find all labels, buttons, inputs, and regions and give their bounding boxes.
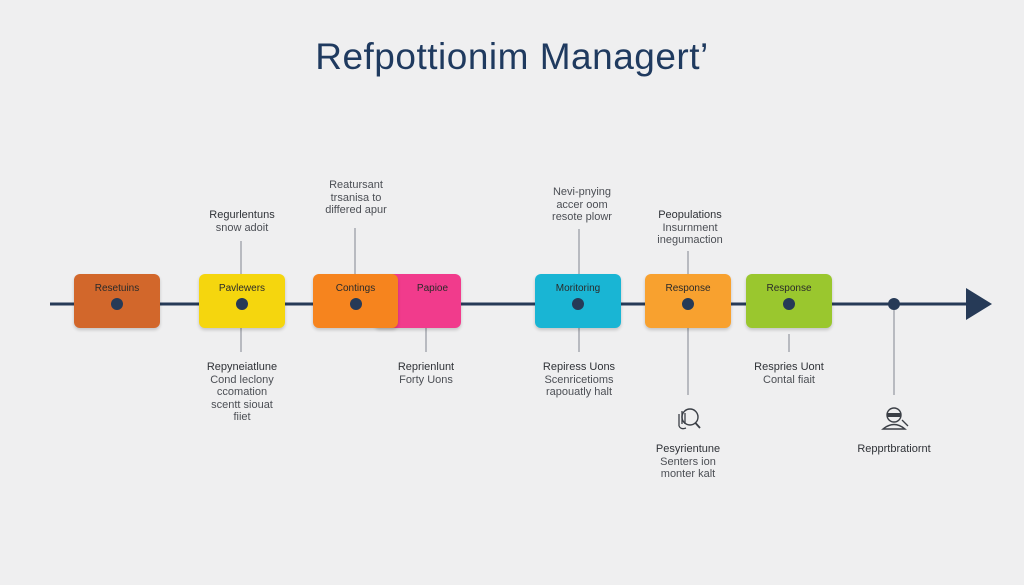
note-below-milestone: Repprtbratiornt [834, 443, 954, 456]
stage-dot [572, 298, 584, 310]
stage-label: Contings [335, 283, 376, 294]
timeline-milestone-dot [888, 298, 900, 310]
stage-label: Response [766, 283, 812, 294]
reporter-icon [881, 407, 909, 430]
stage-label: Pavlewers [218, 283, 266, 294]
note-line: Repprtbratiornt [857, 443, 931, 455]
stage-box-pavlewers: Pavlewers [199, 274, 285, 328]
stage-dot [682, 298, 694, 310]
stage-box-response-green: Response [746, 274, 832, 328]
note-above-contings: Reatursant trsanisa to differed apur [300, 179, 412, 217]
stage-dot [349, 298, 362, 310]
note-below-response-green: Respries Uont Contal fiait [733, 361, 845, 386]
note-line: Pesyrientune [655, 443, 721, 455]
note-line: Regurlentuns [209, 209, 275, 221]
note-line: Reatursant [329, 179, 383, 191]
note-line: differed apur [325, 204, 387, 216]
note-line: inegumaction [657, 234, 723, 246]
note-line: Nevi-pnying [552, 186, 612, 198]
note-above-pavlewers: Regurlentuns snow adoit [186, 209, 298, 234]
note-line: Peopulations [658, 209, 722, 221]
note-line: accer oom [556, 198, 608, 211]
note-line: trsanisa to [330, 191, 382, 204]
note-below-pavlewers: Repyneiatlune Cond leclony ccomation sce… [184, 361, 300, 424]
stage-box-resetuins: Resetuins [74, 274, 160, 328]
note-line: fiiet [233, 411, 251, 423]
page-title: Refpottionim Managert’ [315, 36, 709, 77]
note-line: Contal fiait [763, 373, 815, 386]
note-line: Repiress Uons [542, 361, 616, 373]
note-line: Reprienlunt [397, 361, 455, 373]
note-line: monter kalt [660, 468, 716, 480]
note-line: snow adoit [215, 221, 269, 234]
stage-label: Papioe [416, 283, 449, 294]
stage-label: Response [665, 283, 711, 294]
note-line: resote plowr [552, 211, 612, 223]
stage-dot [783, 298, 795, 310]
stage-box-response-orange: Response [645, 274, 731, 328]
stage-dot [111, 298, 123, 310]
note-line: Forty Uons [399, 373, 453, 386]
note-line: scentt siouat [211, 398, 273, 411]
stage-label: Resetuins [94, 283, 140, 294]
note-above-moritoring: Nevi-pnying accer oom resote plowr [526, 186, 638, 224]
stage-label: Moritoring [555, 283, 601, 294]
note-line: Insurnment [662, 221, 718, 234]
note-below-moritoring: Repiress Uons Scenricetioms rapouatly ha… [520, 361, 638, 399]
note-below-response-orange: Pesyrientune Senters ion monter kalt [632, 443, 744, 481]
note-line: Repyneiatlune [206, 361, 278, 373]
timeline-arrowhead [966, 288, 992, 320]
note-line: Senters ion [660, 455, 716, 468]
stage-dot [236, 298, 248, 310]
note-line: Scenricetioms [544, 373, 614, 386]
note-below-papioe: Reprienlunt Forty Uons [370, 361, 482, 386]
note-line: Respries Uont [754, 361, 824, 373]
note-line: Cond leclony [210, 373, 274, 386]
note-above-response: Peopulations Insurnment inegumaction [634, 209, 746, 247]
note-line: ccomation [216, 386, 268, 398]
note-line: rapouatly halt [545, 386, 613, 398]
stage-box-moritoring: Moritoring [535, 274, 621, 328]
stage-box-contings: Contings [313, 274, 398, 328]
hand-magnifier-icon [678, 408, 701, 430]
